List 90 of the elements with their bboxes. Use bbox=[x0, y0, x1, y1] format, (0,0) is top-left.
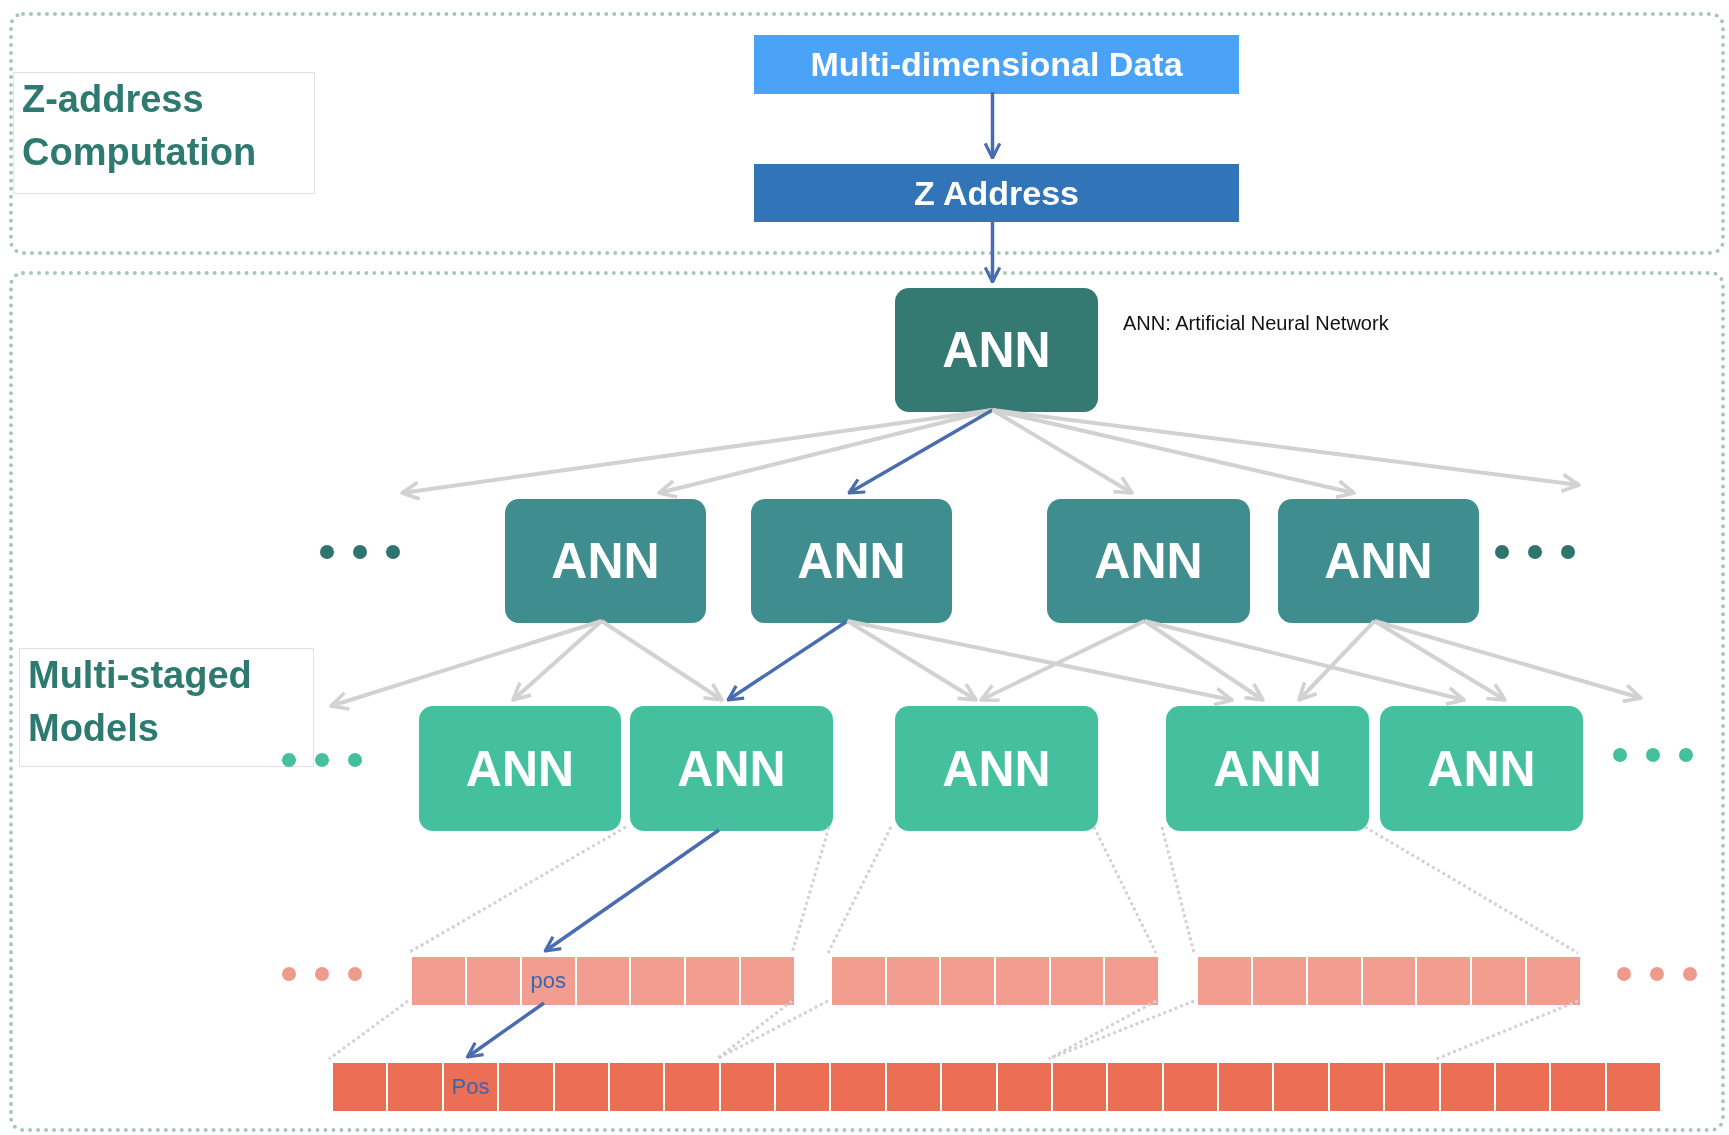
array-cell bbox=[499, 1063, 555, 1111]
arrow bbox=[1297, 619, 1376, 702]
array-cell bbox=[886, 1063, 943, 1111]
array-cell bbox=[1108, 1063, 1164, 1111]
dotted-guide-line bbox=[407, 825, 627, 955]
arrow bbox=[847, 408, 994, 495]
array-cell bbox=[886, 957, 942, 1005]
array-cell bbox=[832, 957, 887, 1005]
arrow bbox=[511, 619, 603, 702]
arrow bbox=[657, 408, 993, 499]
arrow bbox=[983, 92, 1002, 160]
process-box: Z Address bbox=[754, 164, 1239, 222]
array-cell bbox=[1495, 1063, 1552, 1111]
array-cell: pos bbox=[521, 957, 577, 1005]
dotted-guide-line bbox=[1435, 999, 1579, 1061]
arrow bbox=[979, 619, 1146, 703]
array-cell bbox=[1551, 1063, 1607, 1111]
arrow bbox=[329, 619, 603, 711]
array-cell bbox=[1440, 1063, 1496, 1111]
array-cell bbox=[1252, 957, 1308, 1005]
dotted-guide-line bbox=[1048, 999, 1195, 1061]
dotted-guide-line bbox=[1160, 826, 1196, 954]
ann-box: ANN bbox=[1047, 499, 1250, 623]
array-cell bbox=[997, 1063, 1053, 1111]
dotted-guide-line bbox=[1092, 826, 1158, 954]
array-cell bbox=[1052, 1063, 1109, 1111]
array-cell bbox=[1472, 957, 1528, 1005]
dotted-guide-line bbox=[1048, 999, 1157, 1061]
array-cell bbox=[1105, 957, 1161, 1005]
array-cell bbox=[1362, 957, 1418, 1005]
array-cell bbox=[686, 957, 742, 1005]
array-cell bbox=[1219, 1063, 1275, 1111]
arrow bbox=[1143, 619, 1265, 702]
group-heading: Multi-staged Models bbox=[19, 648, 314, 767]
dotted-guide-line bbox=[826, 826, 893, 954]
array-cell bbox=[1050, 957, 1106, 1005]
ann-box: ANN bbox=[505, 499, 706, 623]
group-heading: Z-address Computation bbox=[13, 72, 315, 194]
array-cell bbox=[831, 1063, 887, 1111]
dotted-guide-line bbox=[790, 826, 831, 954]
array-cell bbox=[388, 1063, 444, 1111]
arrow bbox=[992, 408, 1581, 493]
array-cell bbox=[631, 957, 687, 1005]
note-text: ANN: Artificial Neural Network bbox=[1123, 312, 1389, 335]
dotted-guide-line bbox=[1364, 825, 1579, 955]
array-cell bbox=[1198, 957, 1253, 1005]
group-frame bbox=[9, 12, 1725, 255]
ann-box: ANN bbox=[419, 706, 621, 831]
array-cell bbox=[1329, 1063, 1386, 1111]
array-cell: Pos bbox=[443, 1063, 500, 1111]
array-cell bbox=[741, 957, 796, 1005]
array-cell bbox=[1307, 957, 1363, 1005]
ann-box: ANN bbox=[895, 706, 1098, 831]
arrow bbox=[465, 1001, 545, 1059]
array-cell bbox=[609, 1063, 666, 1111]
ann-box: ANN bbox=[895, 288, 1098, 412]
dotted-guide-line bbox=[328, 999, 409, 1061]
dotted-guide-line bbox=[715, 999, 793, 1061]
array-cell bbox=[466, 957, 522, 1005]
array-cell bbox=[554, 1063, 610, 1111]
array-cell bbox=[776, 1063, 832, 1111]
arrow bbox=[726, 619, 849, 702]
array-cell bbox=[996, 957, 1051, 1005]
ann-box: ANN bbox=[1278, 499, 1479, 623]
arrow bbox=[1373, 619, 1643, 704]
arrow bbox=[543, 828, 720, 953]
array-cell bbox=[720, 1063, 776, 1111]
array-cell bbox=[1385, 1063, 1441, 1111]
arrow bbox=[1144, 619, 1466, 706]
array-cell bbox=[1163, 1063, 1219, 1111]
array-cell bbox=[412, 957, 467, 1005]
array-cell bbox=[576, 957, 632, 1005]
array-cell bbox=[942, 1063, 998, 1111]
ann-box: ANN bbox=[1380, 706, 1583, 831]
ann-box: ANN bbox=[630, 706, 833, 831]
array-cell bbox=[333, 1063, 389, 1111]
array-cell bbox=[665, 1063, 721, 1111]
process-box: Multi-dimensional Data bbox=[754, 35, 1239, 94]
array-cell bbox=[1274, 1063, 1330, 1111]
arrow bbox=[400, 408, 993, 501]
ann-box: ANN bbox=[1166, 706, 1369, 831]
array-cell bbox=[1606, 1063, 1662, 1111]
ann-box: ANN bbox=[751, 499, 952, 623]
array-cell bbox=[1417, 957, 1473, 1005]
array-cell bbox=[1527, 957, 1582, 1005]
array-cell bbox=[941, 957, 996, 1005]
arrow bbox=[600, 619, 724, 702]
arrow bbox=[983, 220, 1002, 284]
arrow bbox=[847, 619, 1234, 707]
group-frame bbox=[9, 271, 1725, 1132]
